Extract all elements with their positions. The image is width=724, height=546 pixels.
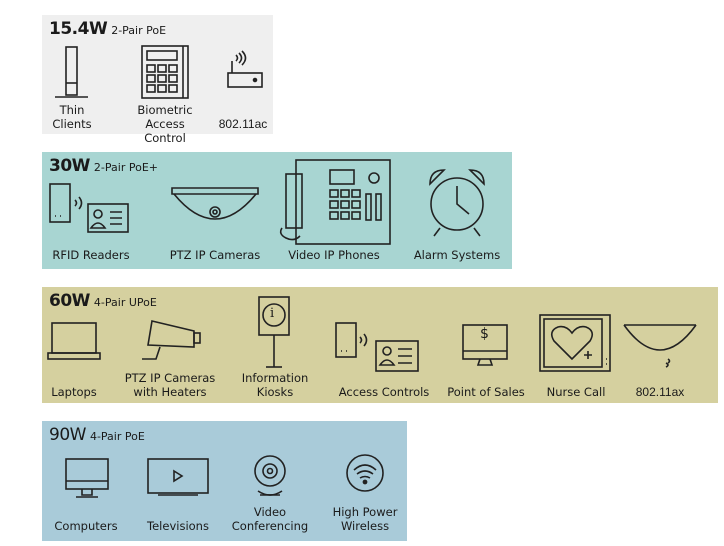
item-nurse-call: Nurse Call — [534, 313, 618, 399]
poe-type: 2-Pair PoE — [111, 24, 167, 37]
wattage: 15.4W — [49, 19, 108, 39]
laptop-icon — [47, 322, 101, 360]
tv-icon — [147, 458, 209, 496]
dollar-glyph: $ — [480, 326, 489, 342]
item-info-kiosks: i Information Kiosks — [230, 295, 320, 399]
item-computers: Computers — [46, 457, 126, 533]
wifi-icon — [346, 454, 384, 492]
info-kiosk-icon — [258, 296, 290, 368]
item-laptops: Laptops — [46, 321, 102, 399]
thin-client-icon — [55, 46, 88, 98]
pos-terminal-icon — [462, 324, 508, 366]
ip-phone-icon — [279, 159, 391, 245]
item-rfid-readers: RFID Readers — [46, 182, 136, 262]
item-biometric-access: Biometric Access Control — [120, 45, 210, 145]
item-televisions: Televisions — [138, 457, 218, 533]
keypad-icon — [141, 45, 189, 99]
monitor-icon — [65, 458, 109, 498]
item-alarm-systems: Alarm Systems — [412, 162, 502, 262]
alarm-clock-icon — [429, 169, 485, 237]
nurse-call-icon — [539, 314, 611, 372]
item-access-controls: Access Controls — [332, 321, 436, 399]
ceiling-access-point-icon — [623, 324, 697, 368]
info-glyph: i — [270, 306, 275, 321]
item-ptz-cameras: PTZ IP Cameras — [160, 182, 270, 262]
rfid-reader-icon — [49, 183, 129, 233]
item-video-conferencing: Video Conferencing — [230, 453, 310, 533]
webcam-icon — [254, 455, 286, 496]
item-video-ip-phones: Video IP Phones — [274, 158, 394, 262]
item-802-11ac: 802.11ac — [218, 45, 268, 131]
item-ptz-heaters: PTZ IP Cameras with Heaters — [120, 319, 220, 399]
item-802-11ax: 802.11ax — [622, 321, 698, 399]
access-card-reader-icon — [335, 322, 419, 372]
item-point-of-sales: $ Point of Sales — [446, 323, 526, 399]
dome-camera-icon — [171, 187, 259, 220]
item-thin-clients: Thin Clients — [52, 45, 92, 131]
access-point-icon — [227, 50, 263, 88]
item-high-power-wireless: High Power Wireless — [330, 453, 400, 533]
security-camera-icon — [142, 320, 201, 360]
